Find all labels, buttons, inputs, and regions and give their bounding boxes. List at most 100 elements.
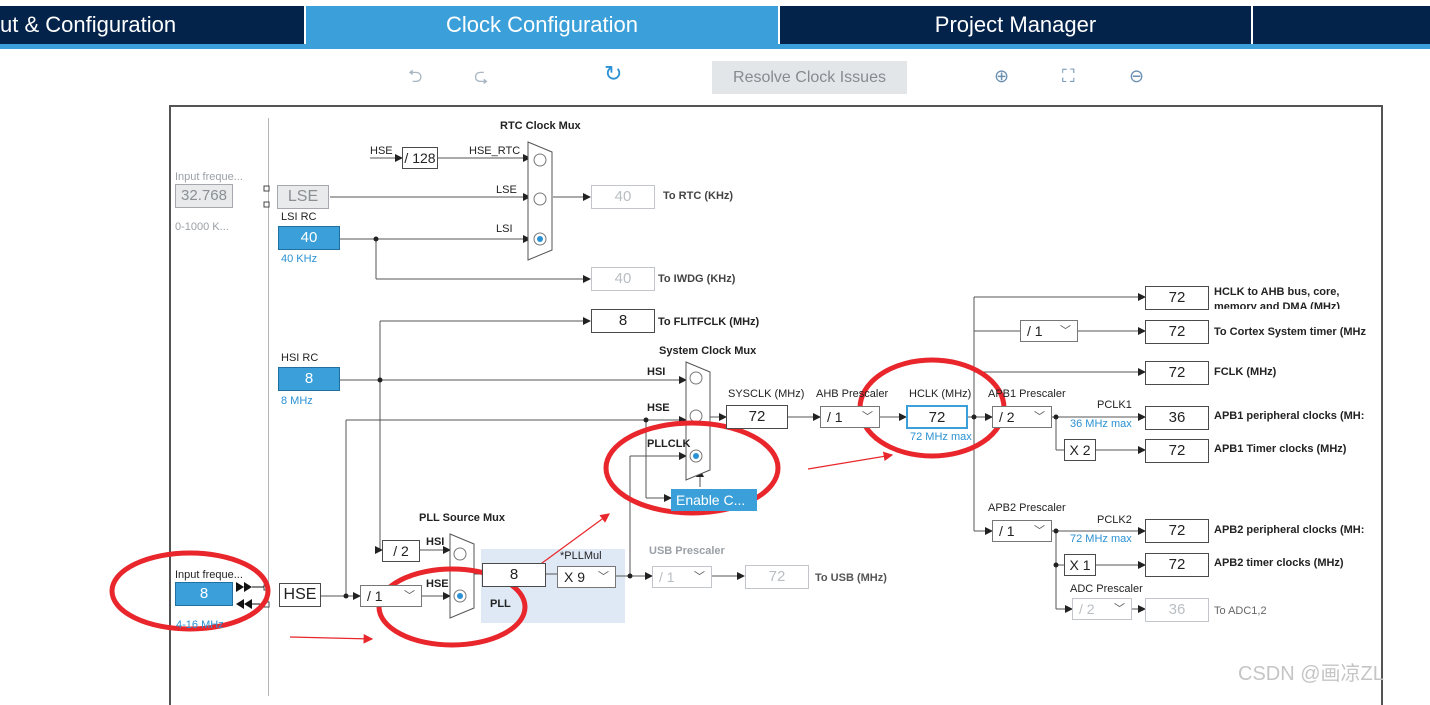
annotation-circles [109, 357, 1007, 648]
chevron-down-icon: ﹀ [598, 571, 609, 583]
chevron-down-icon: ﹀ [1114, 603, 1125, 615]
apb1-timer-output-label: APB1 Timer clocks (MHz) [1214, 443, 1347, 455]
pclk1-label: PCLK1 [1097, 399, 1132, 411]
rtc-output-label: To RTC (KHz) [663, 190, 734, 202]
rtc-mux-title: RTC Clock Mux [500, 120, 581, 132]
undo-icon[interactable]: ⮌ [408, 66, 423, 86]
chevron-down-icon: ﹀ [1060, 325, 1071, 337]
lsi-rc-value[interactable]: 40 [278, 226, 340, 250]
hse-input-frequency[interactable]: 8 [175, 582, 233, 606]
pll-source-mux-shape [449, 533, 475, 619]
adc-output-value[interactable]: 36 [1145, 598, 1209, 622]
sysclk-value[interactable]: 72 [726, 405, 788, 429]
hsi-rc-title: HSI RC [281, 352, 319, 364]
apb1-timer-output-value[interactable]: 72 [1145, 439, 1209, 463]
apb1-prescaler-label: APB1 Prescaler [988, 388, 1066, 400]
sysclk-label: SYSCLK (MHz) [728, 388, 805, 400]
tab-label: ut & Configuration [0, 12, 177, 37]
cortex-timer-output-value[interactable]: 72 [1145, 320, 1209, 344]
chevron-down-icon: ﹀ [694, 571, 705, 583]
rtc-hse-rtc-label: HSE_RTC [469, 145, 521, 157]
lse-source[interactable]: LSE [277, 185, 329, 209]
apb2-prescaler-value: / 1 [999, 523, 1015, 539]
adc-prescaler-label: ADC Prescaler [1070, 583, 1143, 595]
tab-label: Project Manager [934, 12, 1097, 37]
pll-hsi-label: HSI [426, 536, 445, 548]
redo-icon[interactable]: ⮎ [474, 66, 489, 86]
chevron-down-icon: ﹀ [1034, 411, 1045, 423]
usb-output-label: To USB (MHz) [815, 572, 887, 584]
apb2-timer-output-label: APB2 timer clocks (MHz) [1214, 557, 1344, 569]
apb1-timer-multiplier[interactable]: X 2 [1064, 439, 1096, 461]
iwdg-output-label: To IWDG (KHz) [658, 273, 736, 285]
refresh-icon[interactable]: ↻ [604, 61, 623, 86]
apb1-peripheral-output-value[interactable]: 36 [1145, 406, 1209, 430]
pll-mul-value: X 9 [564, 569, 586, 585]
hse-source[interactable]: HSE [279, 583, 321, 607]
tab-clock-configuration[interactable]: Clock Configuration [306, 6, 778, 44]
hsi-rc-value[interactable]: 8 [278, 367, 340, 391]
apb1-peripheral-output-label: APB1 peripheral clocks (MH: [1214, 410, 1365, 422]
fclk-output-value[interactable]: 72 [1145, 361, 1209, 385]
pll-hsi-divider[interactable]: / 2 [382, 540, 420, 562]
chevron-down-icon: ﹀ [1034, 525, 1045, 537]
hse-prediv-select[interactable]: / 1﹀ [360, 585, 422, 607]
pll-hse-label: HSE [426, 578, 449, 590]
iwdg-output-value[interactable]: 40 [591, 267, 655, 291]
usb-prescaler-label: USB Prescaler [649, 545, 725, 557]
hclk-ahb-output-value[interactable]: 72 [1145, 286, 1209, 310]
cortex-timer-divider-select[interactable]: / 1﹀ [1020, 320, 1078, 342]
rtc-output-value[interactable]: 40 [591, 185, 655, 209]
pclk2-max: 72 MHz max [1070, 533, 1132, 545]
tab-tools[interactable] [1253, 6, 1430, 44]
rtc-hse-label: HSE [370, 145, 393, 157]
adc-prescaler-select[interactable]: / 2 ﹀ [1072, 598, 1132, 620]
pll-source-mux-title: PLL Source Mux [419, 512, 505, 524]
hse-input-label: Input freque... [175, 569, 243, 581]
chevron-down-icon: ﹀ [404, 590, 415, 602]
watermark: CSDN @画凉ZL [1238, 663, 1384, 685]
lsi-rc-title: LSI RC [281, 211, 317, 223]
tab-project-manager[interactable]: Project Manager [780, 6, 1251, 44]
input-column-divider [268, 118, 269, 696]
usb-output-value[interactable]: 72 [745, 565, 809, 589]
fit-screen-icon[interactable]: ⛶ [1062, 66, 1075, 86]
fclk-output-label: FCLK (MHz) [1214, 366, 1277, 378]
flitf-output-value[interactable]: 8 [591, 309, 655, 333]
ahb-prescaler-select[interactable]: / 1﹀ [820, 406, 880, 428]
usb-prescaler-select[interactable]: / 1﹀ [652, 566, 712, 588]
lse-range: 0-1000 K... [175, 221, 229, 233]
resolve-clock-issues-button[interactable]: Resolve Clock Issues [712, 61, 907, 94]
enable-css-button[interactable]: Enable C... [671, 489, 757, 511]
apb2-timer-multiplier[interactable]: X 1 [1064, 554, 1096, 576]
tab-underline [0, 44, 1430, 49]
hclk-value[interactable]: 72 [906, 405, 968, 429]
apb2-timer-output-value[interactable]: 72 [1145, 553, 1209, 577]
ahb-prescaler-label: AHB Prescaler [816, 388, 889, 400]
apb2-peripheral-output-value[interactable]: 72 [1145, 519, 1209, 543]
system-mux-title: System Clock Mux [659, 345, 757, 357]
top-tab-bar: ut & Configuration Clock Configuration P… [0, 0, 1430, 52]
pclk2-label: PCLK2 [1097, 514, 1132, 526]
rtc-hse-divider[interactable]: / 128 [402, 147, 438, 169]
adc-prescaler-value: / 2 [1079, 601, 1095, 617]
hclk-ahb-output-label: HCLK to AHB bus, core, [1214, 286, 1340, 298]
tab-label: Clock Configuration [446, 12, 638, 37]
hclk-ahb-output-label-2: memory and DMA (MHz) [1214, 301, 1341, 309]
zoom-out-icon[interactable]: ⊖ [1129, 66, 1145, 86]
tab-pinout-configuration[interactable]: ut & Configuration [0, 6, 304, 44]
flitf-output-label: To FLITFCLK (MHz) [658, 316, 760, 328]
pclk1-max: 36 MHz max [1070, 418, 1132, 430]
lsi-frequency: 40 KHz [281, 253, 318, 265]
zoom-in-icon[interactable]: ⊕ [994, 66, 1010, 86]
pll-input-value[interactable]: 8 [482, 563, 546, 587]
apb1-prescaler-select[interactable]: / 2﹀ [992, 406, 1052, 428]
apb2-prescaler-label: APB2 Prescaler [988, 502, 1066, 514]
lse-input-frequency[interactable]: 32.768 [175, 184, 233, 208]
pll-mul-select[interactable]: X 9 ﹀ [557, 566, 616, 588]
apb2-prescaler-select[interactable]: / 1 ﹀ [992, 520, 1052, 542]
hclk-max: 72 MHz max [910, 431, 972, 443]
apb2-peripheral-output-label: APB2 peripheral clocks (MH: [1214, 524, 1365, 536]
lse-input-label: Input freque... [175, 171, 243, 183]
system-mux-pllclk-label: PLLCLK [647, 438, 691, 450]
